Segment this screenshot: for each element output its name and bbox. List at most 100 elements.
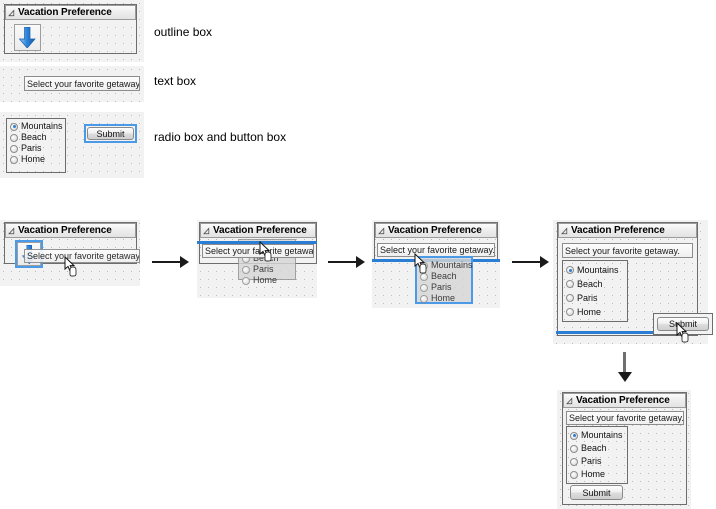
annotation-radio-button-box: radio box and button box (154, 130, 287, 144)
submit-button[interactable]: Submit (87, 127, 134, 140)
panel-titlebar[interactable]: ◿ Vacation Preference (563, 393, 686, 408)
radio-label-home: Home (253, 275, 278, 285)
radio-row[interactable]: Beach (570, 442, 624, 455)
panel-titlebar[interactable]: ◿ Vacation Preference (5, 5, 136, 20)
collapse-triangle-icon[interactable]: ◿ (566, 395, 572, 405)
flow-arrow-4-down (617, 352, 633, 384)
radio-row[interactable]: Mountains (10, 121, 63, 132)
radio-dot-home[interactable] (566, 308, 574, 316)
radio-label-paris: Paris (21, 143, 42, 153)
step2-insertion-line (197, 241, 317, 244)
radio-row[interactable]: Beach (10, 132, 62, 143)
panel-title: Vacation Preference (18, 225, 112, 236)
panel-title: Vacation Preference (213, 225, 307, 236)
radio-label-mountains: Mountains (577, 265, 619, 275)
radio-label-paris: Paris (577, 293, 598, 303)
collapse-triangle-icon[interactable]: ◿ (378, 225, 384, 235)
radio-dot-beach[interactable] (570, 444, 578, 453)
panel-titlebar[interactable]: ◿ Vacation Preference (558, 223, 697, 238)
radio-label-mountains: Mountains (581, 430, 623, 440)
final-text-box[interactable]: Select your favorite getaway. (566, 411, 684, 425)
collapse-triangle-icon[interactable]: ◿ (203, 225, 209, 235)
radio-group[interactable]: Mountains Beach Paris Home (6, 118, 66, 173)
step4-text-box[interactable]: Select your favorite getaway. (562, 243, 693, 258)
radio-label-paris: Paris (581, 456, 602, 466)
radio-row[interactable]: Home (420, 293, 468, 304)
radio-row[interactable]: Paris (570, 455, 624, 468)
collapse-triangle-icon[interactable]: ◿ (8, 7, 14, 17)
down-arrow-glyph (19, 27, 36, 48)
radio-row[interactable]: Mountains (566, 263, 624, 277)
panel-title: Vacation Preference (388, 225, 482, 236)
radio-dot-paris[interactable] (242, 265, 250, 274)
radio-dot-mountains[interactable] (566, 266, 574, 274)
radio-dot-home[interactable] (242, 276, 250, 285)
final-radio-group[interactable]: Mountains Beach Paris Home (566, 426, 628, 484)
flow-arrow-2 (328, 256, 368, 268)
radio-label-home: Home (581, 469, 606, 479)
blue-down-arrow-icon[interactable] (14, 24, 41, 51)
annotation-text-box: text box (154, 74, 197, 88)
radio-dot-home[interactable] (570, 470, 578, 479)
step4-panel[interactable]: ◿ Vacation Preference (557, 222, 698, 336)
drag-cursor (64, 255, 80, 277)
radio-row[interactable]: Home (242, 275, 292, 286)
radio-row[interactable]: Beach (566, 277, 624, 291)
radio-row[interactable]: Home (570, 468, 624, 481)
radio-row[interactable]: Mountains (570, 429, 624, 442)
panel-titlebar[interactable]: ◿ Vacation Preference (5, 223, 136, 238)
panel-titlebar[interactable]: ◿ Vacation Preference (375, 223, 497, 238)
radio-row[interactable]: Home (566, 305, 624, 319)
radio-label-beach: Beach (577, 279, 603, 289)
radio-dot-mountains[interactable] (570, 431, 578, 440)
panel-title: Vacation Preference (18, 7, 112, 18)
radio-label-paris: Paris (431, 282, 452, 292)
panel-titlebar[interactable]: ◿ Vacation Preference (200, 223, 316, 238)
drag-cursor (414, 252, 430, 274)
radio-label-beach: Beach (21, 132, 47, 142)
radio-row[interactable]: Paris (566, 291, 624, 305)
radio-label-beach: Beach (431, 271, 457, 281)
step4-radio-group[interactable]: Mountains Beach Paris Home (562, 260, 628, 322)
radio-label-mountains: Mountains (21, 121, 63, 131)
radio-label-beach: Beach (581, 443, 607, 453)
radio-row[interactable]: Paris (10, 143, 62, 154)
radio-row[interactable]: Paris (242, 264, 292, 275)
step2-text-box[interactable]: Select your favorite getaway. (202, 244, 314, 258)
step3-radio-selection-outline (415, 256, 473, 304)
drag-cursor (676, 321, 692, 343)
panel-title: Vacation Preference (571, 225, 665, 236)
flow-arrow-3 (512, 256, 552, 268)
collapse-triangle-icon[interactable]: ◿ (8, 225, 14, 235)
annotation-outline-box: outline box (154, 25, 213, 39)
final-panel[interactable]: ◿ Vacation Preference (562, 392, 687, 505)
radio-dot-beach[interactable] (10, 133, 18, 142)
step4-insertion-line (556, 331, 706, 334)
step3-text-box[interactable]: Select your favorite getaway. (377, 243, 495, 257)
radio-row[interactable]: Home (10, 154, 62, 165)
radio-dot-mountains[interactable] (10, 122, 18, 131)
radio-dot-paris[interactable] (10, 144, 18, 153)
prompt-text-box[interactable]: Select your favorite getaway. (24, 76, 140, 91)
radio-dot-beach[interactable] (566, 280, 574, 288)
radio-dot-home[interactable] (420, 294, 428, 303)
radio-label-home: Home (21, 154, 46, 164)
legend-outline-panel[interactable]: ◿ Vacation Preference (4, 4, 137, 54)
radio-dot-paris[interactable] (570, 457, 578, 466)
radio-label-paris: Paris (253, 264, 274, 274)
radio-dot-home[interactable] (10, 155, 18, 164)
panel-title: Vacation Preference (576, 395, 670, 406)
flow-arrow-1 (152, 256, 192, 268)
legend-radio-canvas (0, 112, 144, 178)
radio-dot-paris[interactable] (566, 294, 574, 302)
step1-dragged-text-box[interactable]: Select your favorite getaway. (24, 249, 140, 263)
radio-label-mountains: Mountains (431, 260, 473, 270)
submit-selection-outline (84, 124, 137, 143)
collapse-triangle-icon[interactable]: ◿ (561, 225, 567, 235)
radio-dot-paris[interactable] (420, 283, 428, 292)
drag-cursor (259, 240, 275, 262)
step3-dragged-radio-group[interactable]: Mountains Beach Paris Home (417, 258, 473, 304)
radio-row[interactable]: Paris (420, 282, 468, 293)
radio-label-home: Home (577, 307, 602, 317)
final-submit-button[interactable]: Submit (570, 485, 623, 500)
